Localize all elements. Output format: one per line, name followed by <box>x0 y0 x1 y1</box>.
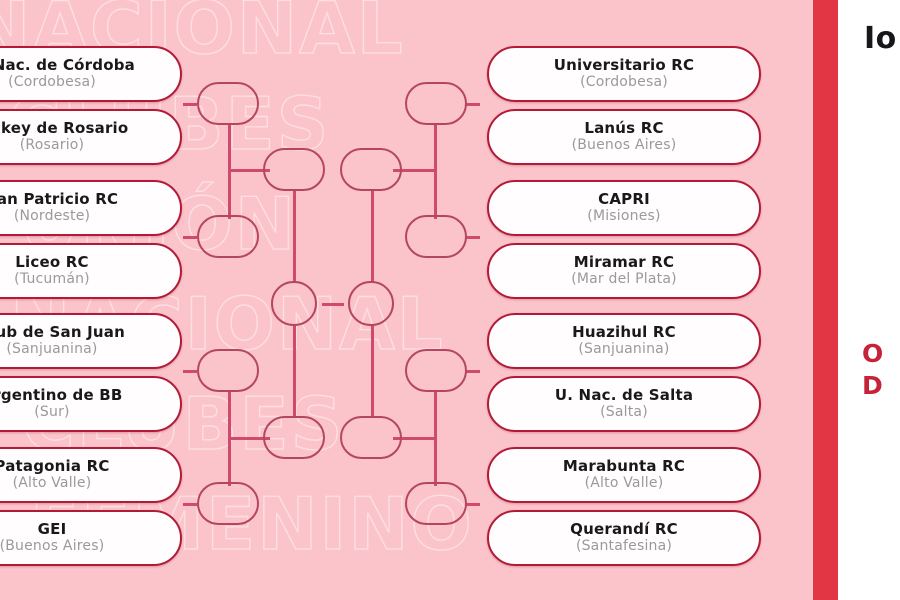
team-region: (Sanjuanina) <box>578 341 670 358</box>
team-name: Miramar RC <box>573 252 675 271</box>
team-pill-right[interactable]: Huazihul RC (Sanjuanina) <box>487 313 761 369</box>
team-name: Liceo RC <box>15 252 89 271</box>
team-pill-left[interactable]: San Patricio RC (Nordeste) <box>0 180 182 236</box>
connector-vertical <box>371 190 374 282</box>
panel-divider <box>813 0 838 600</box>
team-pill-left[interactable]: Jockey de Rosario (Rosario) <box>0 109 182 165</box>
team-name: GEI <box>37 519 67 538</box>
connector-vertical <box>228 125 231 219</box>
connector-vertical <box>293 190 296 282</box>
team-name: Jockey de Rosario <box>0 118 129 137</box>
bracket-slot[interactable] <box>197 82 259 125</box>
team-region: (Alto Valle) <box>12 475 92 492</box>
connector-stub <box>466 236 480 239</box>
bracket-slot-final[interactable] <box>271 281 317 326</box>
team-pill-right[interactable]: Marabunta RC (Alto Valle) <box>487 447 761 503</box>
team-region: (Cordobesa) <box>580 74 668 91</box>
team-region: (Sur) <box>34 404 70 421</box>
team-name: Querandí RC <box>570 519 678 538</box>
bracket-slot[interactable] <box>405 482 467 525</box>
team-pill-right[interactable]: Miramar RC (Mar del Plata) <box>487 243 761 299</box>
team-name: Huazihul RC <box>572 322 676 341</box>
team-region: (Rosario) <box>19 137 85 154</box>
bracket-slot[interactable] <box>197 349 259 392</box>
connector-horizontal <box>393 437 435 440</box>
team-pill-right[interactable]: CAPRI (Misiones) <box>487 180 761 236</box>
team-name: U. Nac. de Salta <box>554 385 694 404</box>
team-name: CAPRI <box>598 189 650 208</box>
connector-stub <box>183 103 197 106</box>
team-name: Marabunta RC <box>562 456 686 475</box>
team-name: U. Nac. de Córdoba <box>0 55 135 74</box>
connector-stub <box>466 103 480 106</box>
team-region: (Alto Valle) <box>584 475 664 492</box>
connector-vertical <box>434 392 437 486</box>
team-pill-left[interactable]: Club de San Juan (Sanjuanina) <box>0 313 182 369</box>
connector-vertical <box>371 325 374 417</box>
connector-vertical <box>434 125 437 219</box>
connector-stub <box>466 370 480 373</box>
connector-stub <box>183 236 197 239</box>
team-name: Lanús RC <box>584 118 664 137</box>
connector-stub <box>466 503 480 506</box>
connector-horizontal <box>228 169 270 172</box>
team-name: San Patricio RC <box>0 189 119 208</box>
team-pill-right[interactable]: Universitario RC (Cordobesa) <box>487 46 761 102</box>
bracket-slot[interactable] <box>405 215 467 258</box>
team-pill-left[interactable]: Argentino de BB (Sur) <box>0 376 182 432</box>
team-name: Universitario RC <box>553 55 695 74</box>
bracket-slot[interactable] <box>405 82 467 125</box>
team-region: (Buenos Aires) <box>571 137 677 154</box>
connector-stub <box>183 370 197 373</box>
team-region: (Santafesina) <box>575 538 673 555</box>
bracket-slot[interactable] <box>197 482 259 525</box>
bracket-panel: NACIONAL CLUBES UNIÓN NACIONAL CLUBES FE… <box>0 0 813 600</box>
side-panel-title: Io <box>864 21 897 56</box>
bracket-slot-final[interactable] <box>348 281 394 326</box>
team-region: (Mar del Plata) <box>571 271 677 288</box>
connector-horizontal <box>228 437 270 440</box>
team-name: Club de San Juan <box>0 322 125 341</box>
team-name: Patagonia RC <box>0 456 110 475</box>
team-region: (Tucumán) <box>14 271 90 288</box>
connector-horizontal <box>393 169 435 172</box>
team-pill-left[interactable]: Patagonia RC (Alto Valle) <box>0 447 182 503</box>
team-pill-left[interactable]: GEI (Buenos Aires) <box>0 510 182 566</box>
bracket-slot[interactable] <box>197 215 259 258</box>
connector-vertical <box>293 325 296 417</box>
bracket-slot[interactable] <box>405 349 467 392</box>
bracket-slot[interactable] <box>340 416 402 459</box>
team-region: (Nordeste) <box>13 208 91 225</box>
team-region: (Sanjuanina) <box>6 341 98 358</box>
team-region: (Salta) <box>600 404 648 421</box>
team-region: (Buenos Aires) <box>0 538 105 555</box>
team-pill-right[interactable]: Lanús RC (Buenos Aires) <box>487 109 761 165</box>
bracket-slot[interactable] <box>263 416 325 459</box>
team-name: Argentino de BB <box>0 385 123 404</box>
connector-stub <box>183 503 197 506</box>
team-region: (Cordobesa) <box>8 74 96 91</box>
team-region: (Misiones) <box>587 208 661 225</box>
team-pill-right[interactable]: U. Nac. de Salta (Salta) <box>487 376 761 432</box>
team-pill-right[interactable]: Querandí RC (Santafesina) <box>487 510 761 566</box>
connector-final <box>322 303 344 306</box>
bracket-slot[interactable] <box>340 148 402 191</box>
team-pill-left[interactable]: Liceo RC (Tucumán) <box>0 243 182 299</box>
team-pill-left[interactable]: U. Nac. de Córdoba (Cordobesa) <box>0 46 182 102</box>
bracket-slot[interactable] <box>263 148 325 191</box>
